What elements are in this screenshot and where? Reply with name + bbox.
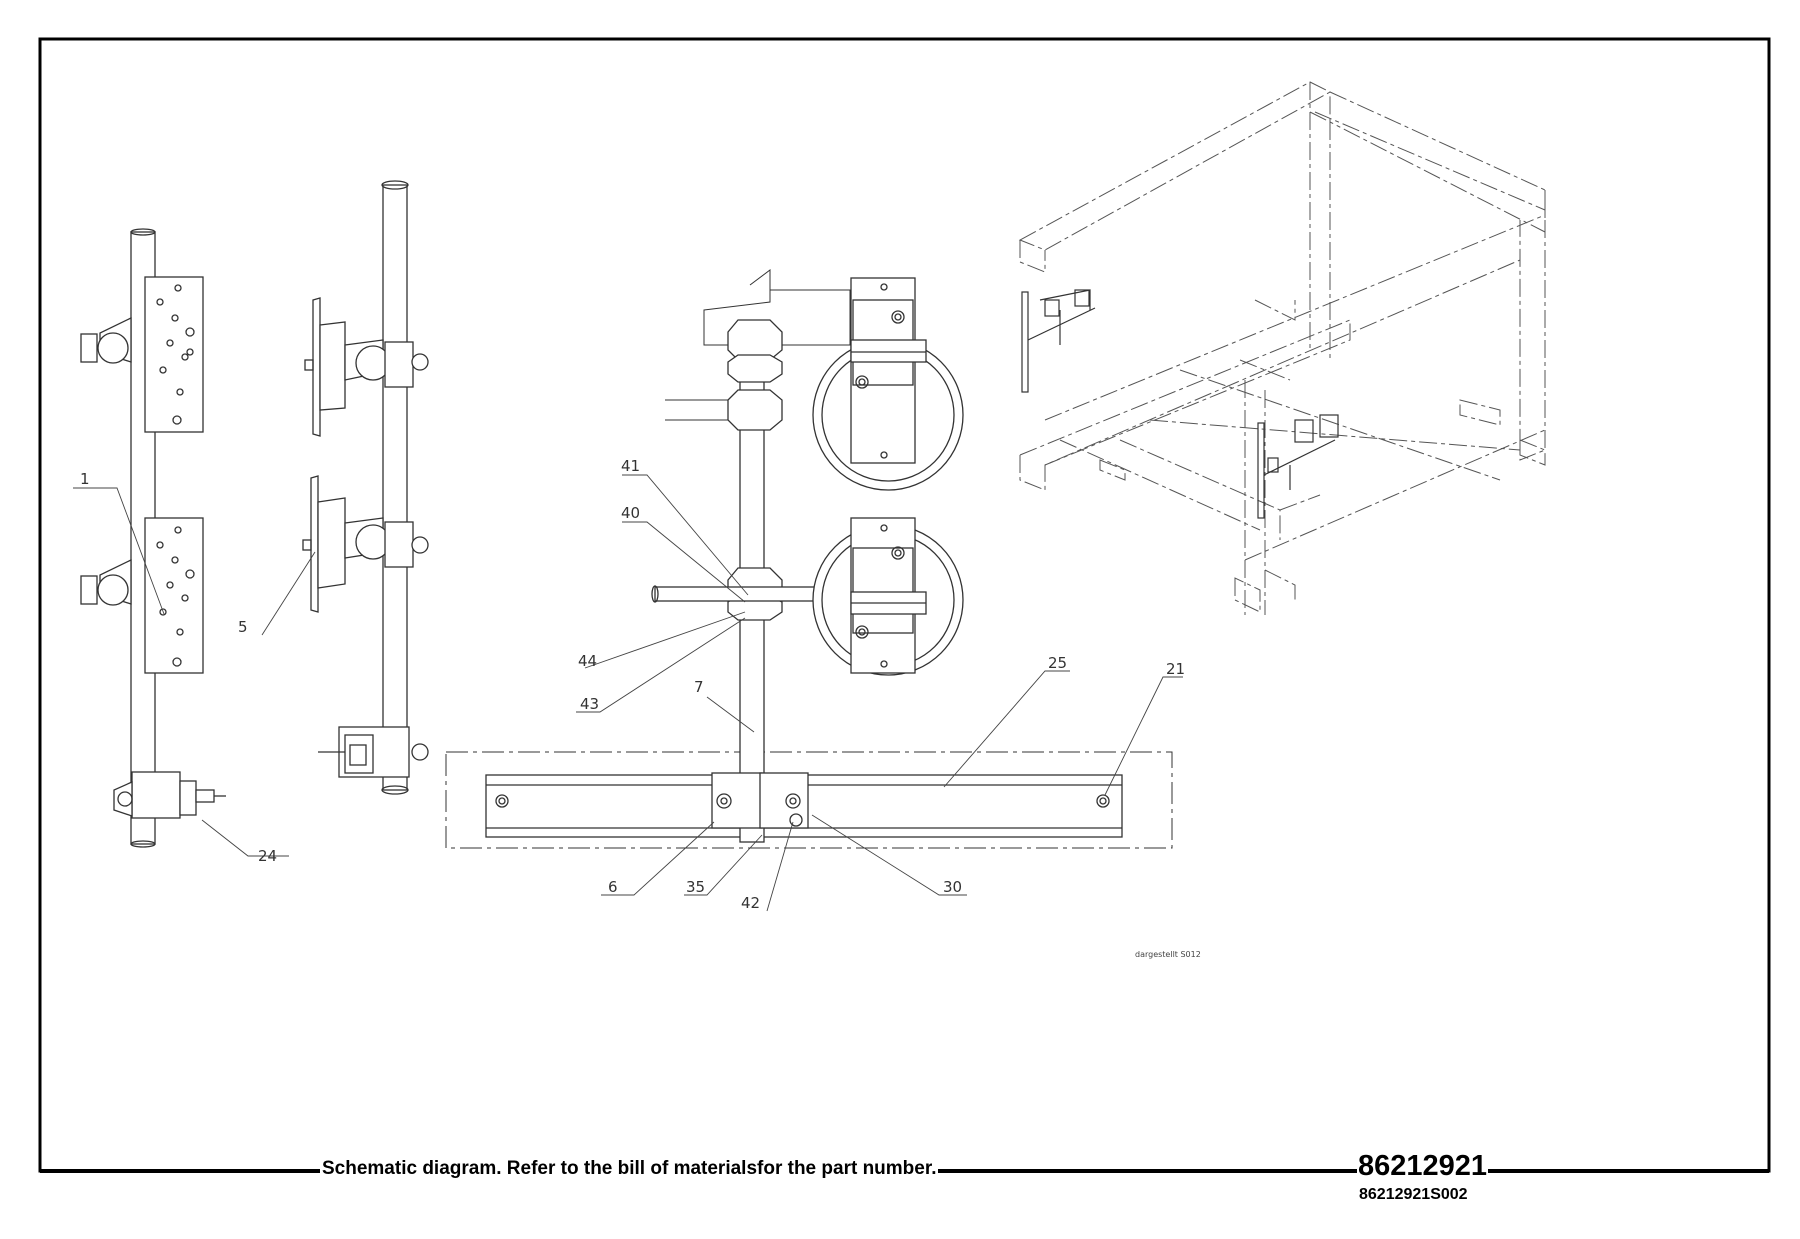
iso-handles	[1021, 289, 1339, 519]
callout-44: 44	[578, 652, 597, 670]
callout-7: 7	[694, 678, 704, 696]
view-side-assembly	[80, 228, 226, 848]
callout-40: 40	[621, 504, 640, 522]
callout-42: 42	[741, 894, 760, 912]
callouts: 1 5 24 41 40 44 43 7 6 35 42 30 25 21	[80, 457, 1185, 912]
view-note: dargestellt S012	[1135, 950, 1201, 959]
callout-25: 25	[1048, 654, 1067, 672]
view-front-assembly	[302, 180, 429, 795]
callout-24: 24	[258, 847, 277, 865]
leader-lines	[73, 474, 1183, 912]
callout-41: 41	[621, 457, 640, 475]
part-number: 86212921	[1357, 1150, 1489, 1183]
callout-21: 21	[1166, 660, 1185, 678]
footer-caption: Schematic diagram. Refer to the bill of …	[320, 1158, 939, 1180]
sheet-number: 86212921S002	[1359, 1186, 1468, 1204]
view-isometric-frame	[1018, 81, 1546, 615]
callout-5: 5	[238, 618, 248, 636]
callout-35: 35	[686, 878, 705, 896]
callout-1: 1	[80, 470, 90, 488]
callout-30: 30	[943, 878, 962, 896]
callout-6: 6	[608, 878, 618, 896]
view-wheel-assembly	[445, 269, 1173, 849]
callout-43: 43	[580, 695, 599, 713]
